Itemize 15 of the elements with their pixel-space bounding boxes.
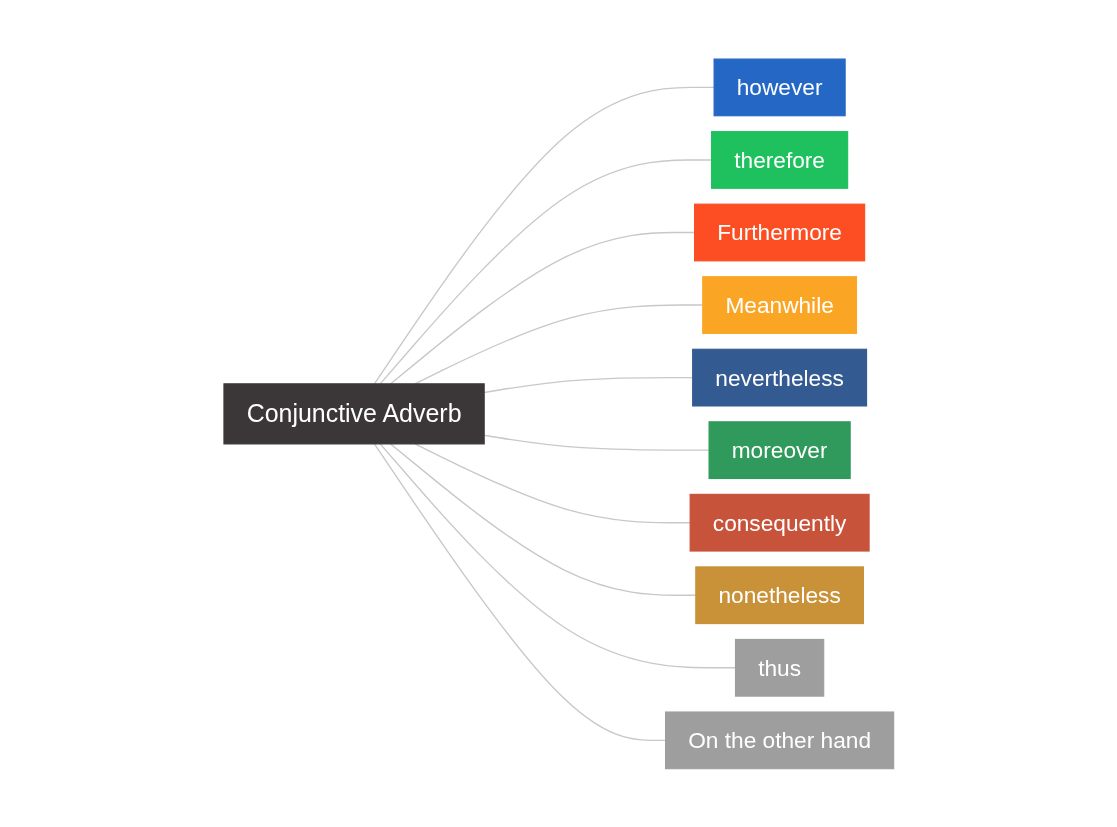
node-box: therefore [710, 130, 848, 189]
node-box: Furthermore [693, 203, 865, 262]
node-box: Meanwhile [701, 275, 857, 334]
node-box: nonetheless [694, 565, 864, 624]
connector [373, 442, 666, 741]
connector [379, 158, 712, 385]
connector [389, 231, 695, 385]
node-box: moreover [708, 420, 851, 479]
node-box: Conjunctive Adverb [223, 382, 485, 445]
connector [379, 442, 736, 669]
node-box: On the other hand [664, 711, 894, 769]
node-box: consequently [689, 493, 870, 552]
node-box: nevertheless [691, 348, 867, 407]
node-box: however [713, 58, 846, 116]
node-box: thus [734, 638, 824, 697]
